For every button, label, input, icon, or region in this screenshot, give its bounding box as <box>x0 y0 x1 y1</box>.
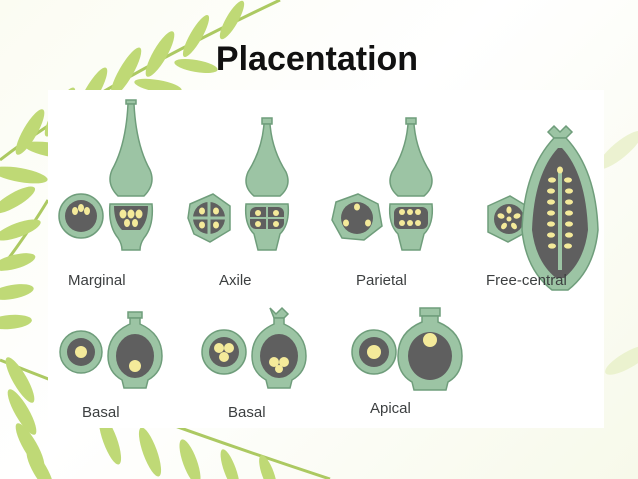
fern-frond-right <box>597 130 638 375</box>
basal-1-figure <box>59 311 163 389</box>
slide-title: Placentation <box>0 40 638 79</box>
fern-frond-left <box>0 186 50 330</box>
label-free-central: Free-central <box>486 272 567 289</box>
parietal-figure <box>331 117 434 251</box>
axile-figure <box>187 117 290 251</box>
label-axile: Axile <box>219 272 252 289</box>
apical-figure <box>351 307 463 391</box>
diagram-figures <box>58 99 599 391</box>
placentation-diagram: Marginal Axile Parietal Free-central Bas… <box>48 90 604 428</box>
marginal-figure <box>58 99 154 251</box>
basal-2-figure <box>201 306 307 389</box>
slide-title-text: Placentation <box>215 40 419 78</box>
marginal-pistil <box>109 103 153 197</box>
label-basal-1: Basal <box>82 404 120 421</box>
axile-pistil <box>245 123 289 197</box>
label-apical: Apical <box>370 400 411 417</box>
free-central-figure <box>487 124 599 291</box>
parietal-pistil <box>389 123 433 197</box>
label-basal-2: Basal <box>228 404 266 421</box>
label-parietal: Parietal <box>356 272 407 289</box>
label-marginal: Marginal <box>68 272 126 289</box>
